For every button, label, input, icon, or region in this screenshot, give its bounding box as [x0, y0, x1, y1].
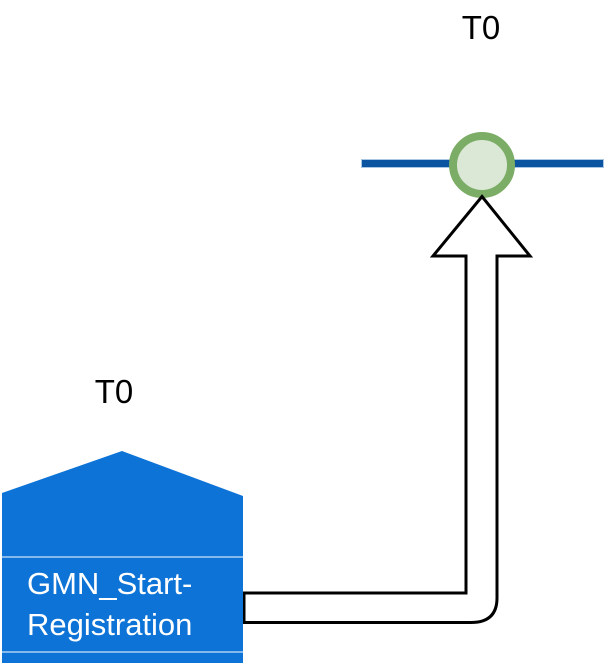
- connector-arrow-path[interactable]: [242, 194, 534, 624]
- timeline-event-circle[interactable]: [449, 132, 515, 198]
- start-shape-name: GMN_Start- Registration: [27, 563, 192, 645]
- start-shape-label: T0: [94, 373, 134, 410]
- start-shape[interactable]: GMN_Start- Registration: [2, 451, 243, 663]
- start-shape-name-line2: Registration: [27, 607, 193, 642]
- start-shape-name-line1: GMN_Start-: [27, 566, 193, 601]
- timeline-event-label: T0: [461, 9, 501, 46]
- start-shape-divider-lower: [2, 651, 243, 653]
- start-shape-divider-upper: [2, 556, 243, 558]
